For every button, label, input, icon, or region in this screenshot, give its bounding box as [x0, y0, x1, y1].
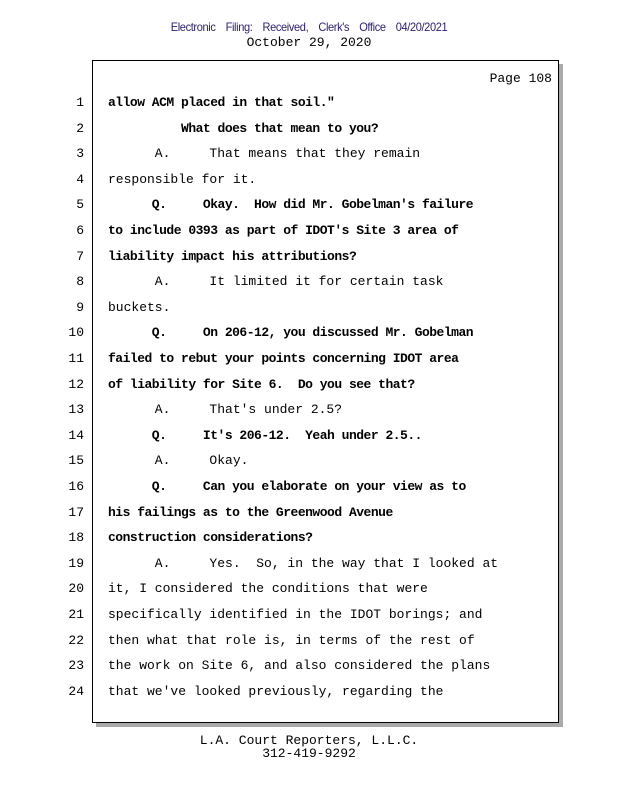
transcript-line-text: buckets.: [108, 299, 171, 315]
line-number: 1: [76, 95, 84, 110]
line-number: 4: [76, 171, 84, 187]
transcript-line-text: responsible for it.: [108, 171, 257, 187]
transcript-line-text: the work on Site 6, and also considered …: [108, 658, 491, 674]
transcript-line-text: A. It limited it for certain task: [108, 274, 444, 290]
transcript-line-text: specifically identified in the IDOT bori…: [108, 607, 483, 622]
transcript-line-text: Q. It's 206-12. Yeah under 2.5..: [108, 427, 423, 443]
transcript-line-text: to include 0393 as part of IDOT's Site 3…: [108, 223, 459, 238]
line-number: 18: [68, 530, 84, 546]
transcript-line-text: A. That's under 2.5?: [108, 402, 343, 418]
line-number: 15: [68, 453, 84, 469]
transcript-line-text: Q. On 206-12, you discussed Mr. Gobelman: [108, 325, 474, 341]
transcript-line-text: A. Okay.: [108, 453, 249, 469]
line-number: 12: [68, 376, 84, 392]
line-number: 23: [68, 658, 84, 674]
transcript-line-text: his failings as to the Greenwood Avenue: [108, 504, 393, 520]
footer-company: L.A. Court Reporters, L.L.C.: [199, 733, 419, 748]
line-number: 24: [68, 683, 84, 699]
line-number: 21: [68, 607, 84, 622]
transcript-line-text: of liability for Site 6. Do you see that…: [108, 376, 415, 392]
transcript-line-text: failed to rebut your points concerning I…: [108, 351, 459, 366]
line-number: 22: [68, 632, 84, 648]
transcript-line-text: What does that mean to you?: [108, 120, 379, 136]
transcript-line-text: Q. Okay. How did Mr. Gobelman's failure: [108, 197, 474, 213]
transcript-line-text: allow ACM placed in that soil.": [108, 95, 335, 110]
footer-phone: 312-419-9292: [262, 746, 356, 761]
line-number: 10: [68, 325, 84, 341]
transcript-line-text: liability impact his attributions?: [108, 248, 357, 264]
line-number: 19: [68, 555, 84, 571]
page-number: Page 108: [489, 71, 552, 86]
line-number: 8: [76, 274, 84, 290]
line-number: 16: [68, 479, 84, 494]
transcript-line-text: Q. Can you elaborate on your view as to: [108, 479, 466, 494]
transcript-page-box: [92, 60, 559, 723]
line-number: 2: [76, 120, 84, 136]
transcript-date: October 29, 2020: [246, 35, 372, 50]
transcript-line-text: A. Yes. So, in the way that I looked at: [108, 555, 499, 571]
transcript-line-text: construction considerations?: [108, 530, 313, 546]
line-number: 5: [76, 197, 84, 213]
line-number: 14: [68, 427, 84, 443]
line-number: 13: [68, 402, 84, 418]
transcript-line-text: A. That means that they remain: [108, 146, 421, 162]
line-number: 11: [68, 351, 84, 366]
line-number: 17: [68, 504, 84, 520]
transcript-line-text: it, I considered the conditions that wer…: [108, 581, 428, 597]
line-number: 3: [76, 146, 84, 162]
line-number: 7: [76, 248, 84, 264]
transcript-line-text: that we've looked previously, regarding …: [108, 683, 444, 699]
filing-stamp: Electronic Filing: Received, Clerk's Off…: [170, 20, 448, 34]
transcript-line-text: then what that role is, in terms of the …: [108, 632, 475, 648]
line-number: 6: [76, 223, 84, 238]
line-number: 20: [68, 581, 84, 597]
line-number: 9: [76, 299, 84, 315]
